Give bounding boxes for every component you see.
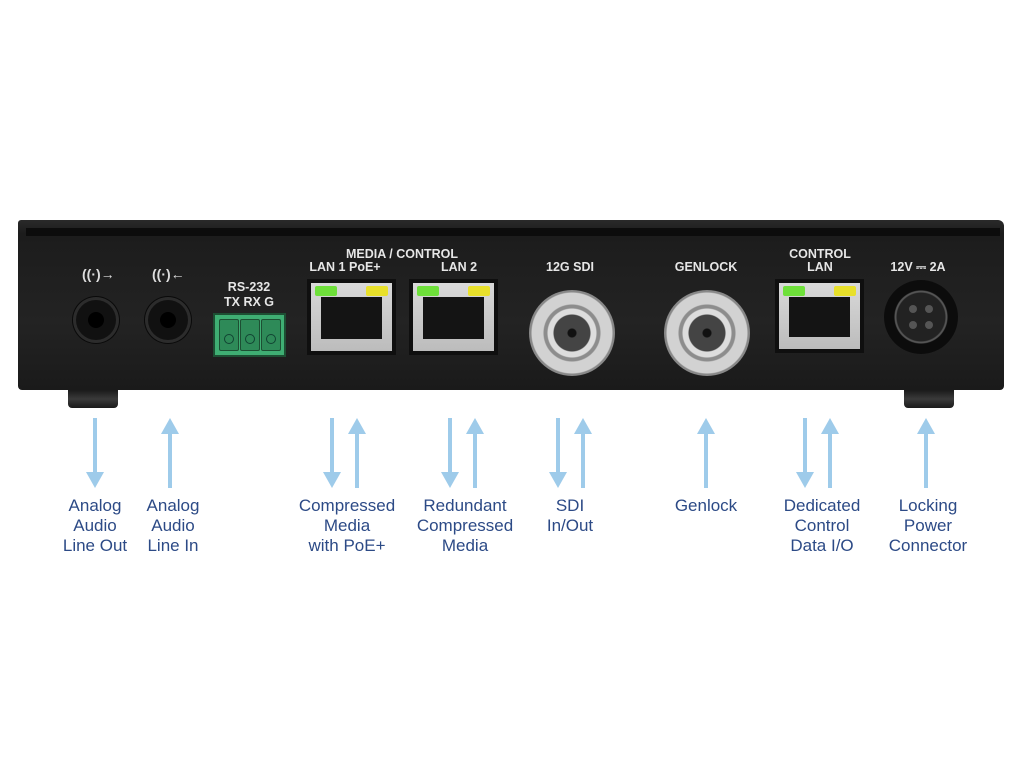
genlock-label: GENLOCK: [674, 260, 738, 274]
media-control-label: MEDIA / CONTROL: [345, 247, 459, 261]
control-lan-label-1: CONTROL: [789, 247, 851, 261]
arrow-up-icon: [464, 416, 486, 490]
sdi-bnc-connector: [529, 290, 615, 376]
control-lan-port: [775, 279, 864, 353]
rs232-terminal-block: [213, 313, 286, 357]
arrow-down-icon: [84, 416, 106, 490]
lan2-port: [409, 279, 498, 355]
arrow-up-icon: [819, 416, 841, 490]
audio-line-in-jack: [148, 300, 188, 340]
rs232-pins-label: TX RX G: [223, 295, 275, 309]
arrow-up-icon: [695, 416, 717, 490]
rs232-label: RS-232: [227, 280, 271, 294]
control-lan-label-2: LAN: [807, 260, 833, 274]
arrow-up-icon: [346, 416, 368, 490]
caption-genlock: Genlock: [674, 496, 738, 515]
connection-arrows: [84, 416, 937, 490]
arrow-up-icon: [572, 416, 594, 490]
power-label: 12V ⎓ 2A: [890, 260, 946, 274]
arrow-down-icon: [439, 416, 461, 490]
audio-line-out-jack: [76, 300, 116, 340]
arrow-down-icon: [547, 416, 569, 490]
arrow-up-icon: [159, 416, 181, 490]
lan1-label: LAN 1 PoE+: [309, 260, 381, 274]
genlock-bnc-connector: [664, 290, 750, 376]
power-connector: [884, 280, 958, 354]
lan1-port: [307, 279, 396, 355]
device-foot: [68, 390, 118, 408]
arrow-down-icon: [794, 416, 816, 490]
lan2-label: LAN 2: [440, 260, 478, 274]
audio-in-icon: ((·)←: [152, 266, 185, 282]
device-foot: [904, 390, 954, 408]
arrow-down-icon: [321, 416, 343, 490]
sdi-label: 12G SDI: [546, 260, 594, 274]
arrow-up-icon: [915, 416, 937, 490]
audio-out-icon: ((·)→: [82, 266, 115, 282]
